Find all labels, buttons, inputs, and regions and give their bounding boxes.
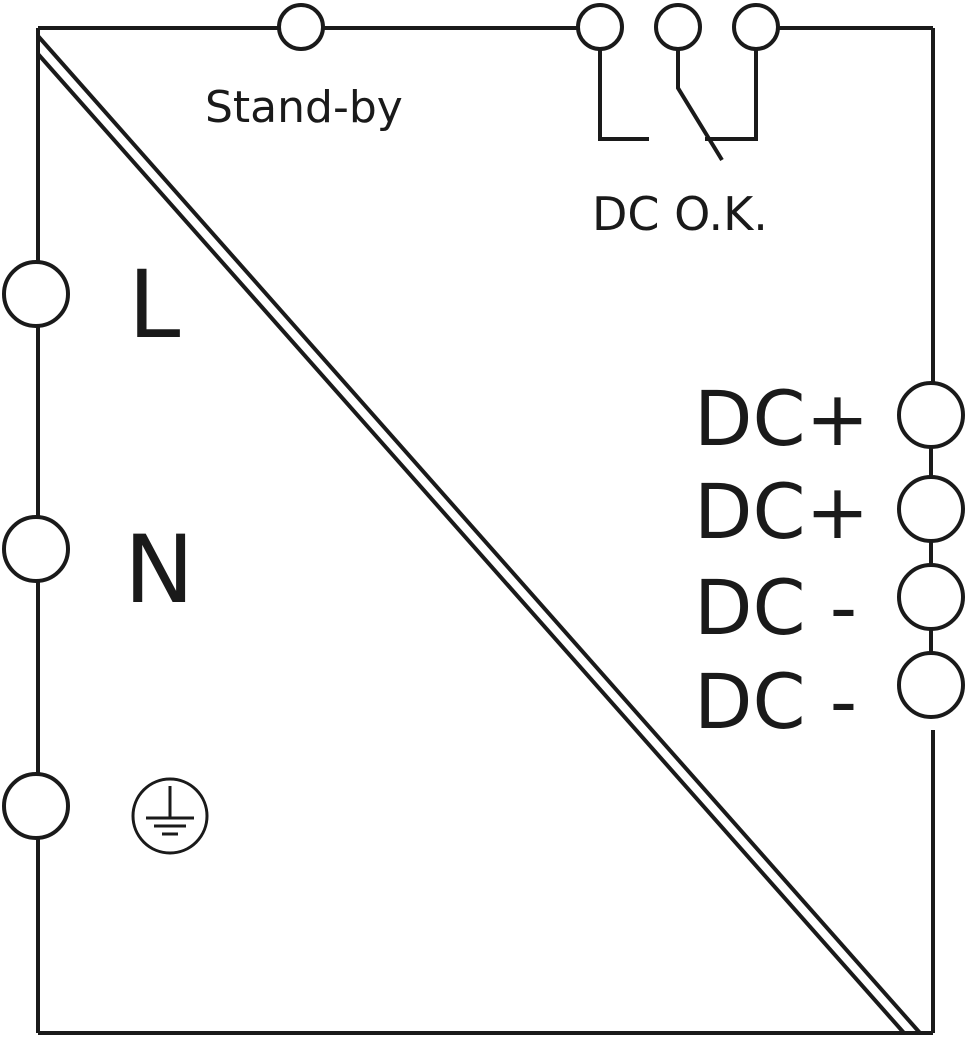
protective-earth-icon bbox=[131, 777, 209, 855]
dc-plus-terminal-2 bbox=[897, 475, 965, 543]
relay-contact-icon bbox=[598, 49, 758, 162]
relay-terminal-3 bbox=[732, 3, 780, 51]
relay-terminal-2 bbox=[654, 3, 702, 51]
output-label-4: DC - bbox=[694, 657, 857, 746]
standby-terminal bbox=[277, 3, 325, 51]
dc-minus-terminal-2 bbox=[897, 651, 965, 719]
n-label: N bbox=[124, 516, 194, 625]
l-label: L bbox=[128, 251, 180, 360]
housing-outline bbox=[36, 26, 935, 1035]
l-terminal bbox=[2, 260, 70, 328]
output-label-2: DC+ bbox=[694, 467, 869, 556]
dc-plus-terminal-1 bbox=[897, 381, 965, 449]
output-label-1: DC+ bbox=[694, 374, 869, 463]
converter-diagonal bbox=[36, 34, 922, 1035]
pe-terminal bbox=[2, 772, 70, 840]
output-label-3: DC - bbox=[694, 563, 857, 652]
dc-minus-terminal-1 bbox=[897, 563, 965, 631]
relay-terminal-1 bbox=[576, 3, 624, 51]
n-terminal bbox=[2, 515, 70, 583]
dc-ok-label: DC O.K. bbox=[592, 187, 768, 241]
standby-label: Stand-by bbox=[205, 82, 403, 133]
